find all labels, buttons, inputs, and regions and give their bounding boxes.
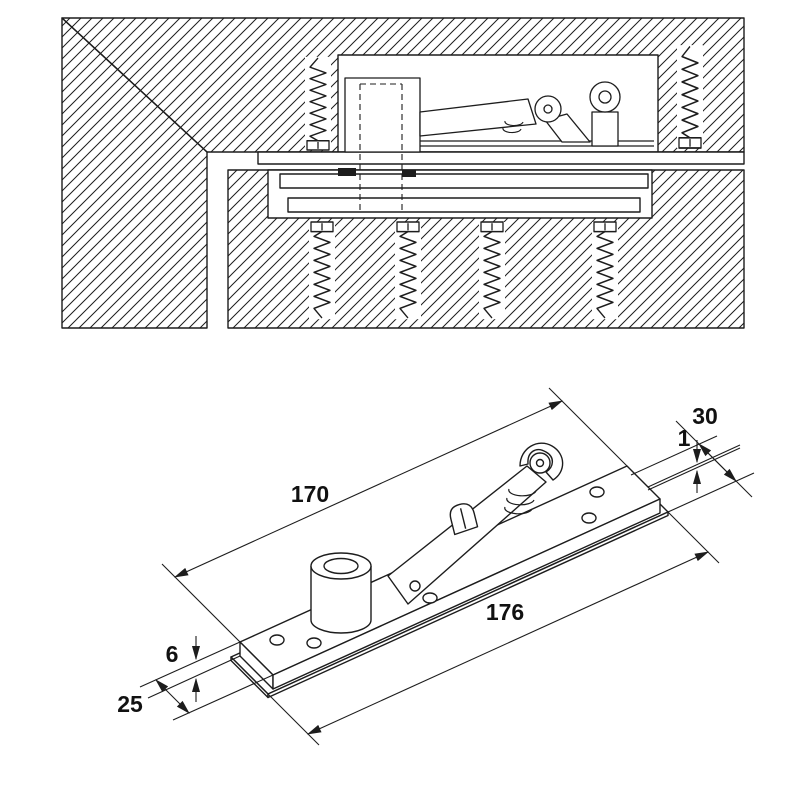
dimension-line [173,400,564,578]
dimension-label-plate-length: 170 [291,481,329,507]
screw-icon [591,221,619,321]
dimension-cover-width: 30 [630,403,755,513]
pivot-mechanism-side [344,77,654,212]
screw-icon [478,221,506,321]
dimension-cover-length: 176 [267,511,720,746]
catch-tab [449,503,479,536]
roller-bracket [591,111,619,147]
extension-line [267,693,320,746]
extension-line [147,655,241,699]
screw-icon [308,221,336,321]
dimension-label-cover-width: 30 [692,403,718,429]
dimension-label-cover-thickness: 1 [678,425,691,451]
dimension-cover-thickness: 1 [647,425,741,493]
dimension-plate-thickness: 6 [147,636,241,702]
isometric-view: 170 [117,387,755,746]
dimension-label-plate-width: 25 [117,691,143,717]
arm-pin [409,580,421,592]
screw-hole [581,512,597,524]
hidden-spindle-lines [359,83,403,212]
screw-hole [422,592,438,604]
pivot-plate-section [279,173,649,189]
screw-hole [269,634,285,646]
pivot-bushing [310,552,372,634]
frame-jamb-section [61,17,208,329]
spring-coil [504,488,537,515]
extension-line [667,511,720,564]
anchor-tab [402,170,416,177]
hook-roller-pin [535,458,545,468]
extension-line [139,641,241,688]
spring-coil-side [502,120,524,134]
spindle-block [344,77,421,153]
dimension-plate-width: 25 [117,641,274,721]
dimension-label-cover-length: 176 [486,599,524,625]
crank-pin [543,104,553,114]
arm-hook [519,442,564,481]
extension-line [630,435,718,476]
screw-icon [304,56,332,151]
pivot-arm-side [419,98,537,137]
bushing-bore [323,557,359,575]
dimension-line [698,443,737,482]
roller-pin [598,90,612,104]
frame-cover-plate [257,151,745,165]
dimension-line [306,551,710,735]
dimension-line [155,679,190,714]
extension-line [667,472,755,513]
installation-section-view [61,17,745,329]
screw-hole [306,637,322,649]
anchor-tab [338,168,356,176]
extension-line [161,563,241,643]
screw-hole [589,486,605,498]
screw-icon [394,221,422,321]
extension-line [172,674,274,721]
extension-line [647,447,741,491]
dimension-label-plate-thickness: 6 [166,641,179,667]
cover-plate-section [287,197,641,213]
screw-icon [676,44,704,149]
extension-line [647,444,741,488]
dimension-plate-length: 170 [161,387,628,643]
